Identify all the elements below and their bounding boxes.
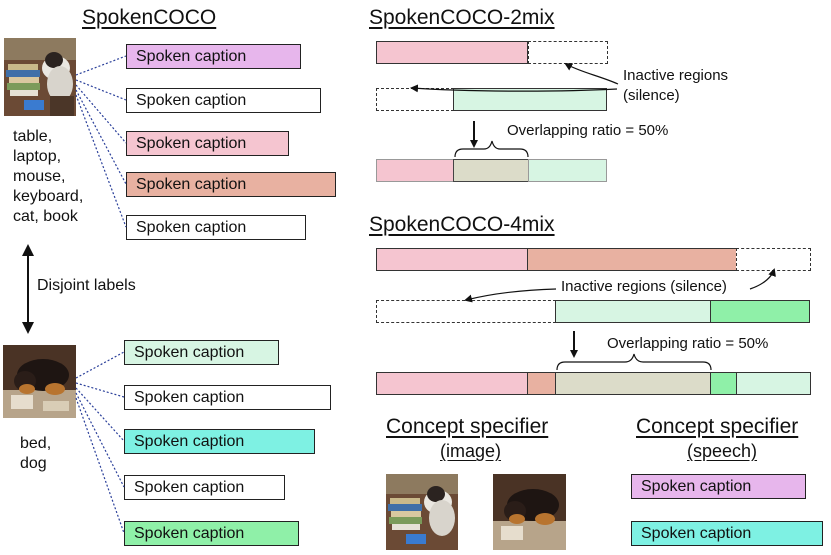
disjoint-labels-text: Disjoint labels <box>37 277 136 294</box>
caption-1-3: Spoken caption <box>126 131 289 156</box>
mix4-inactive-label: Inactive regions (silence) <box>561 278 727 295</box>
caption-1-1: Spoken caption <box>126 44 301 69</box>
mix2-mix-mint <box>528 159 607 182</box>
dog-image <box>3 345 76 418</box>
specifier-cat-image <box>386 474 458 550</box>
mix2-silence-arrow-up <box>564 63 619 85</box>
caption-2-1: Spoken caption <box>124 340 279 365</box>
mix4-overlap-brace <box>556 353 712 371</box>
group1-connectors <box>75 55 127 228</box>
caption-2-2: Spoken caption <box>124 385 331 410</box>
mix4-row2-green <box>710 300 810 323</box>
group2-connectors <box>75 351 125 534</box>
caption-2-5: Spoken caption <box>124 521 299 546</box>
concept-specifier-image-subtitle: (image) <box>440 441 502 461</box>
concept-specifier-image-title: Concept specifier <box>386 415 549 438</box>
mix4-overlap-label: Overlapping ratio = 50% <box>607 335 769 352</box>
specifier-caption-2: Spoken caption <box>631 521 823 546</box>
concept-specifier-speech-subtitle: (speech) <box>687 441 758 461</box>
mix2-row2-mint <box>453 88 607 111</box>
mix2-inactive-label: Inactive regions (silence) <box>623 67 729 104</box>
caption-1-2: Spoken caption <box>126 88 321 113</box>
mix2-overlap-label: Overlapping ratio = 50% <box>507 122 669 139</box>
group2-labels: bed, dog <box>20 435 52 472</box>
specifier-dog-image <box>493 474 566 550</box>
caption-1-5: Spoken caption <box>126 215 306 240</box>
concept-specifier-speech-title: Concept specifier <box>636 415 799 438</box>
specifier-caption-1: Spoken caption <box>631 474 806 499</box>
mix4-silence-arrow-left <box>464 288 557 303</box>
disjoint-double-arrow <box>22 244 34 334</box>
caption-1-4: Spoken caption <box>126 172 336 197</box>
mix2-overlap-brace <box>454 140 529 158</box>
mix2-silence-arrow-left <box>410 84 618 93</box>
mix4-mix-mint <box>736 372 811 395</box>
group1-labels: table, laptop, mouse, keyboard, cat, boo… <box>13 128 84 225</box>
spokencoco-4mix-title: SpokenCOCO-4mix <box>369 213 555 236</box>
cat-image <box>4 38 76 116</box>
spokencoco-2mix-title: SpokenCOCO-2mix <box>369 6 555 29</box>
caption-2-3: Spoken caption <box>124 429 315 454</box>
mix4-silence-arrow-up <box>749 268 776 290</box>
mix2-row1-pink <box>376 41 528 64</box>
spokencoco-title: SpokenCOCO <box>82 6 217 29</box>
caption-2-4: Spoken caption <box>124 475 285 500</box>
